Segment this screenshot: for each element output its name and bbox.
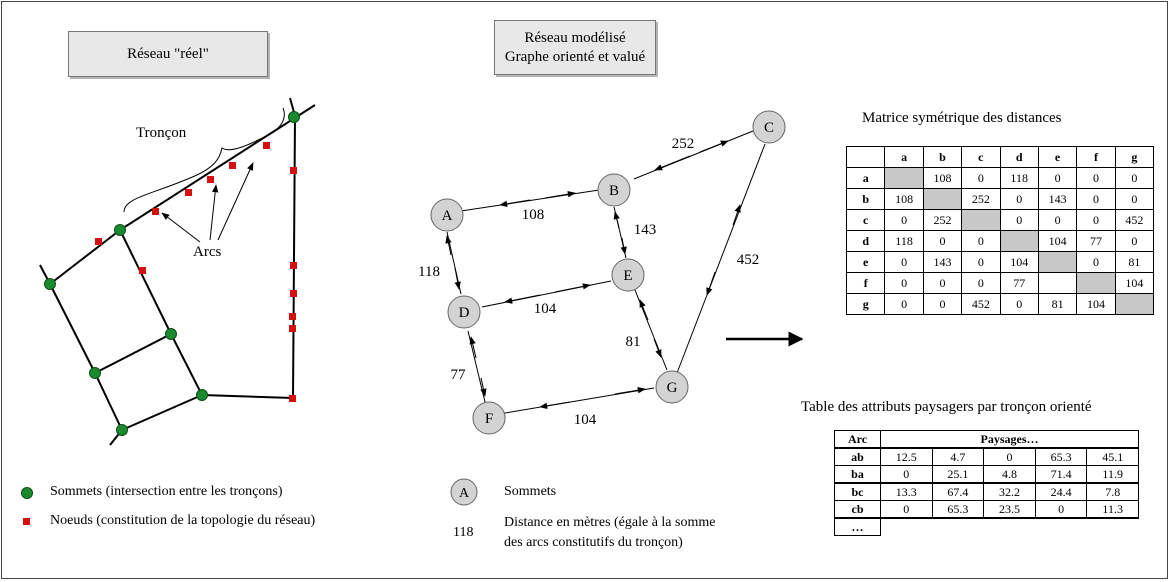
- svg-text:A: A: [459, 486, 470, 501]
- edge-weight-df: 77: [451, 367, 467, 383]
- legend-vertex-text: Sommets (intersection entre les tronçons…: [50, 484, 283, 499]
- vertex-marker: [44, 278, 56, 290]
- attributes-header-row: Arc Paysages…: [834, 430, 1139, 449]
- legend-distance-value: 118: [453, 525, 474, 540]
- section-label: Tronçon: [136, 125, 187, 141]
- svg-text:C: C: [764, 120, 774, 136]
- node-marker: [207, 176, 214, 183]
- node-marker: [289, 325, 296, 332]
- edge-weight-de: 104: [534, 301, 557, 317]
- road-segment: [49, 229, 121, 285]
- graph-node-e: E: [611, 258, 645, 292]
- legend-vertex-icon: [21, 487, 33, 499]
- edge-weight-cg: 452: [737, 252, 760, 268]
- node-marker: [289, 313, 296, 320]
- vertex-marker: [114, 224, 126, 236]
- attributes-row-ellipsis: …: [834, 517, 1139, 536]
- graph-node-b: B: [597, 173, 631, 207]
- road-segment: [292, 115, 296, 399]
- legend-graph-node-icon: A: [450, 478, 478, 506]
- edge-weight-eg: 81: [626, 334, 641, 350]
- vertex-marker: [116, 424, 128, 436]
- node-marker: [263, 142, 270, 149]
- real-network-title: Réseau "réel": [68, 31, 268, 77]
- graph-edges: [445, 130, 766, 415]
- network-nodes: [95, 142, 297, 402]
- legend-distance-line2: des arcs constitutifs du tronçon): [504, 535, 683, 550]
- legend-sommets-text: Sommets: [504, 484, 557, 499]
- road-segment: [119, 104, 316, 231]
- svg-text:B: B: [609, 183, 619, 199]
- legend-distance-line1: Distance en mètres (égale à la somme: [504, 515, 716, 530]
- real-network: [39, 97, 316, 446]
- svg-text:F: F: [485, 411, 493, 427]
- graph-node-d: D: [447, 295, 481, 329]
- vertex-marker: [165, 328, 177, 340]
- vertex-marker: [288, 111, 300, 123]
- node-marker: [185, 189, 192, 196]
- edge-weight-be: 143: [634, 222, 657, 238]
- road-segment: [121, 394, 203, 431]
- road-segment: [94, 333, 172, 374]
- node-marker: [139, 267, 146, 274]
- road-segment: [119, 229, 172, 335]
- svg-text:E: E: [623, 268, 632, 284]
- legend-node-icon: [23, 518, 30, 525]
- svg-text:D: D: [459, 305, 470, 321]
- network-vertices: [44, 111, 300, 436]
- graph-node-c: C: [752, 110, 786, 144]
- road-segment: [170, 333, 203, 396]
- node-marker: [289, 395, 296, 402]
- matrix-title: Matrice symétrique des distances: [862, 110, 1062, 126]
- node-marker: [290, 262, 297, 269]
- section-brace: [123, 107, 285, 213]
- road-segment: [201, 394, 294, 399]
- arcs-pointers: [161, 162, 254, 243]
- node-marker: [152, 208, 159, 215]
- arcs-label: Arcs: [193, 244, 222, 260]
- node-marker: [95, 238, 102, 245]
- graph-node-a: A: [430, 198, 464, 232]
- node-marker: [229, 162, 236, 169]
- graph-node-g: G: [655, 370, 689, 404]
- node-marker: [290, 290, 297, 297]
- attributes-title: Table des attributs paysagers par tronço…: [801, 399, 1092, 415]
- graph-node-f: F: [472, 401, 506, 435]
- legend-node-text: Noeuds (constitution de la topologie du …: [50, 513, 316, 528]
- edge-weight-bc: 252: [672, 136, 695, 152]
- svg-text:A: A: [442, 208, 453, 224]
- edge-weights: 108 252 143 118 104 452 81 77 104: [418, 136, 759, 428]
- vertex-marker: [196, 389, 208, 401]
- model-network-title: Réseau modélisé Graphe orienté et valué: [494, 20, 656, 75]
- edge-weight-fg: 104: [574, 412, 597, 428]
- vertex-marker: [89, 367, 101, 379]
- road-segment: [49, 283, 96, 374]
- road-segment: [94, 372, 123, 431]
- node-marker: [290, 167, 297, 174]
- graph-nodes: A B C D E F G: [430, 110, 786, 435]
- edge-weight-ad: 118: [418, 264, 440, 280]
- edge-weight-ab: 108: [522, 207, 545, 223]
- svg-text:G: G: [667, 380, 678, 396]
